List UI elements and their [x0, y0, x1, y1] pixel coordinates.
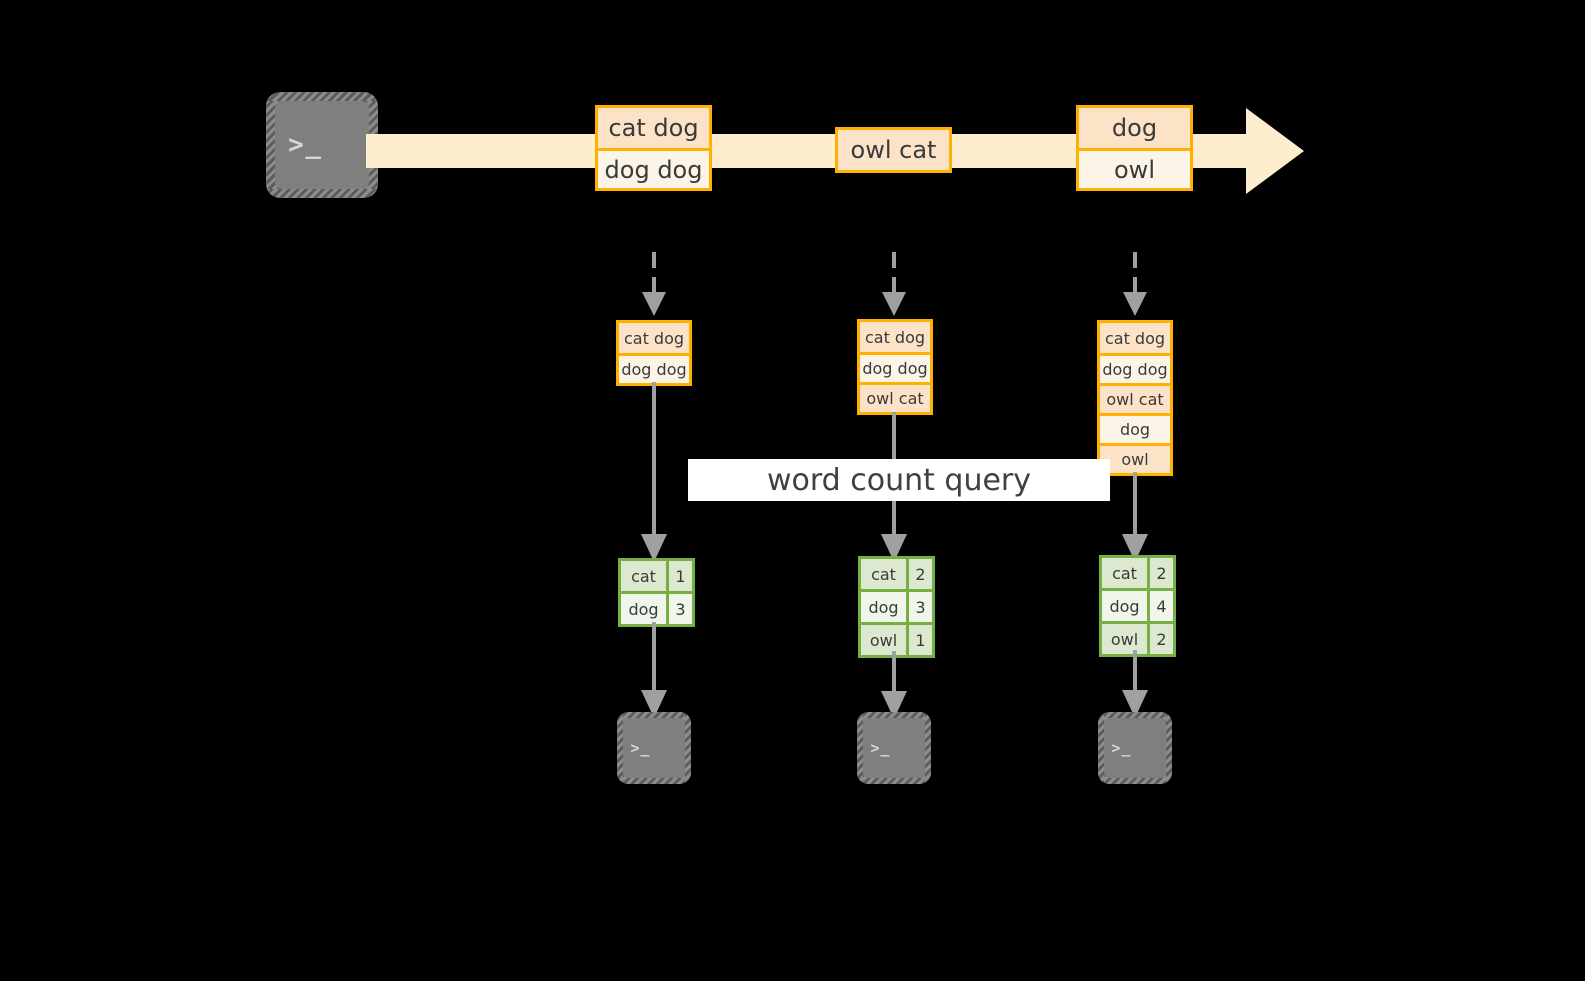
result-count: 4 [1147, 591, 1173, 621]
sink-arrow-3 [1122, 650, 1148, 718]
table-row: cat 1 [621, 561, 692, 591]
snapshot-tap-dashed-arrow-1 [642, 252, 666, 316]
buffer-line: owl cat [1100, 383, 1170, 413]
snapshot-buffer-3: cat dog dog dog owl cat dog owl [1097, 320, 1173, 476]
table-row: dog 3 [861, 589, 932, 622]
result-word: cat [1102, 558, 1147, 588]
stream-event-line: dog dog [598, 148, 709, 188]
result-count: 3 [666, 594, 692, 624]
stream-event-line: dog [1079, 108, 1190, 148]
result-count: 2 [1147, 558, 1173, 588]
result-table-3: cat 2 dog 4 owl 2 [1099, 555, 1176, 657]
terminal-prompt-glyph: >_ [630, 738, 651, 757]
buffer-line: dog [1100, 413, 1170, 443]
sink-arrow-1 [641, 622, 667, 718]
result-word: cat [861, 559, 906, 589]
result-table-1: cat 1 dog 3 [618, 558, 695, 627]
result-word: owl [1102, 624, 1147, 654]
sink-terminal-icon-3: >_ [1098, 712, 1172, 784]
result-count: 1 [666, 561, 692, 591]
terminal-screen: >_ [275, 101, 369, 189]
buffer-line: dog dog [1100, 353, 1170, 383]
sink-terminal-icon-1: >_ [617, 712, 691, 784]
source-terminal-icon: >_ [266, 92, 378, 198]
table-row: owl 1 [861, 622, 932, 655]
table-row: cat 2 [861, 559, 932, 589]
result-count: 1 [906, 625, 932, 655]
terminal-prompt-glyph: >_ [288, 130, 323, 160]
stream-event-3: dog owl [1076, 105, 1193, 191]
table-row: dog 3 [621, 591, 692, 624]
query-label: word count query [688, 459, 1110, 501]
buffer-line: dog dog [860, 352, 930, 382]
table-row: cat 2 [1102, 558, 1173, 588]
result-word: cat [621, 561, 666, 591]
query-arrow-3 [1122, 472, 1148, 562]
result-count: 3 [906, 592, 932, 622]
terminal-screen: >_ [623, 718, 685, 778]
query-arrow-1 [641, 382, 667, 562]
terminal-prompt-glyph: >_ [1111, 738, 1132, 757]
result-count: 2 [1147, 624, 1173, 654]
snapshot-tap-dashed-arrow-2 [882, 252, 906, 316]
stream-event-2: owl cat [835, 127, 952, 173]
result-word: dog [1102, 591, 1147, 621]
buffer-line: cat dog [860, 322, 930, 352]
stream-event-line: owl [1079, 148, 1190, 188]
result-word: dog [861, 592, 906, 622]
stream-event-1: cat dog dog dog [595, 105, 712, 191]
terminal-screen: >_ [1104, 718, 1166, 778]
buffer-line: owl [1100, 443, 1170, 473]
buffer-line: owl cat [860, 382, 930, 412]
stream-event-line: owl cat [838, 130, 949, 170]
table-row: owl 2 [1102, 621, 1173, 654]
result-word: owl [861, 625, 906, 655]
sink-terminal-icon-2: >_ [857, 712, 931, 784]
sink-arrow-2 [881, 651, 907, 719]
snapshot-buffer-1: cat dog dog dog [616, 320, 692, 386]
table-row: dog 4 [1102, 588, 1173, 621]
terminal-prompt-glyph: >_ [870, 738, 891, 757]
buffer-line: dog dog [619, 353, 689, 383]
result-word: dog [621, 594, 666, 624]
snapshot-buffer-2: cat dog dog dog owl cat [857, 319, 933, 415]
buffer-line: cat dog [1100, 323, 1170, 353]
terminal-screen: >_ [863, 718, 925, 778]
result-table-2: cat 2 dog 3 owl 1 [858, 556, 935, 658]
snapshot-tap-dashed-arrow-3 [1123, 252, 1147, 316]
buffer-line: cat dog [619, 323, 689, 353]
stream-event-line: cat dog [598, 108, 709, 148]
result-count: 2 [906, 559, 932, 589]
